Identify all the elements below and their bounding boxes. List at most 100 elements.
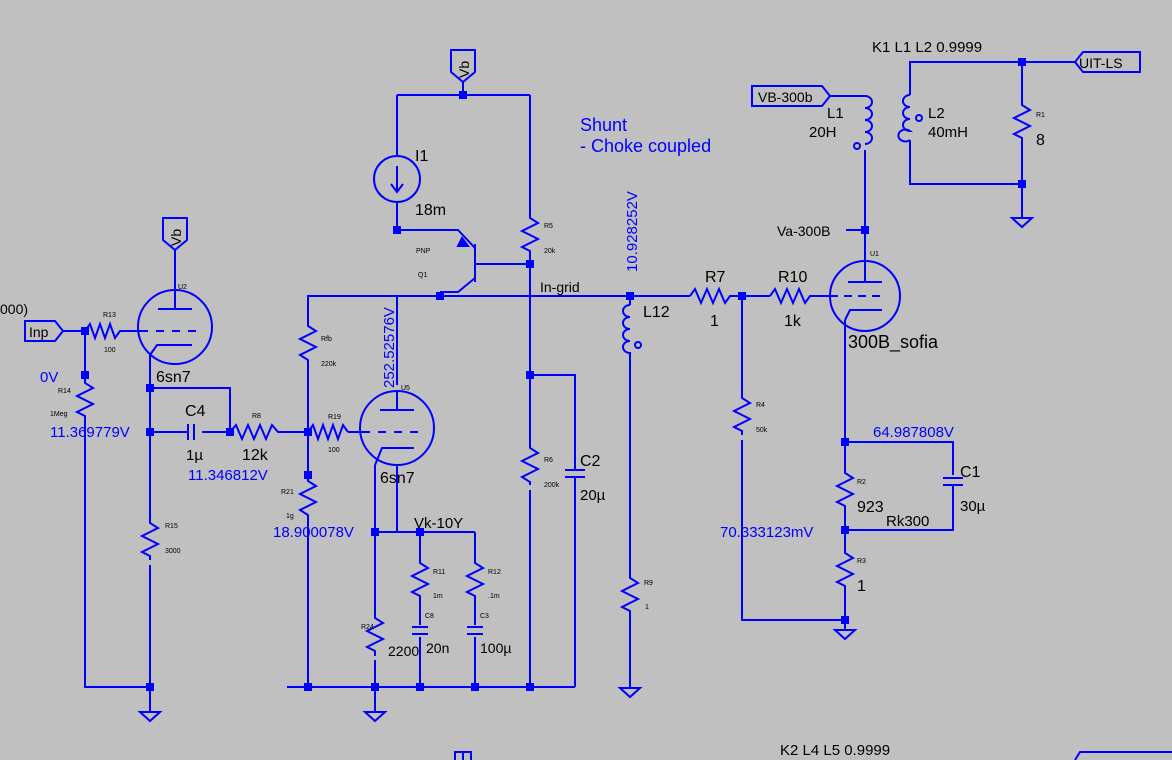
ref-i1: I1 bbox=[415, 148, 428, 165]
ref-r5: R5 bbox=[544, 223, 553, 230]
port-bottom-right-clipped bbox=[1074, 751, 1172, 760]
resistor-r24[interactable] bbox=[364, 610, 386, 656]
directive-k1: K1 L1 L2 0.9999 bbox=[872, 39, 982, 56]
resistor-r7[interactable] bbox=[689, 286, 735, 306]
voltage-v7: 70.333123mV bbox=[720, 524, 813, 541]
val-r19: 100 bbox=[328, 447, 340, 454]
resistor-r1[interactable] bbox=[1011, 95, 1033, 145]
val-c3: 100µ bbox=[480, 640, 511, 656]
val-i1: 18m bbox=[415, 202, 446, 219]
resistor-r15[interactable] bbox=[139, 515, 161, 560]
ref-u5: U5 bbox=[401, 385, 410, 392]
resistor-r9[interactable] bbox=[619, 570, 641, 615]
val-r21: 1g bbox=[286, 513, 294, 520]
val-r4: 50k bbox=[756, 427, 768, 434]
capacitor-c2[interactable] bbox=[565, 455, 585, 485]
port-uitls-label: UIT-LS bbox=[1079, 55, 1123, 71]
wires bbox=[62, 61, 1075, 760]
net-in-grid: In-grid bbox=[540, 279, 580, 295]
val-r2: 923 bbox=[857, 499, 884, 516]
port-vb-1[interactable] bbox=[162, 217, 188, 252]
ref-q1: Q1 bbox=[418, 272, 427, 279]
triode-u5[interactable] bbox=[359, 390, 435, 466]
resistor-r11[interactable] bbox=[409, 555, 431, 605]
val-r10: 1k bbox=[784, 313, 802, 330]
resistor-r21[interactable] bbox=[297, 475, 319, 520]
val-c2: 20µ bbox=[580, 487, 606, 504]
inductor-l12[interactable] bbox=[622, 304, 642, 355]
resistor-r4[interactable] bbox=[731, 390, 753, 435]
ref-c8: C8 bbox=[425, 613, 434, 620]
resistor-r14[interactable] bbox=[74, 375, 96, 420]
val-r14: 1Meg bbox=[50, 411, 68, 418]
ref-r1: R1 bbox=[1036, 112, 1045, 119]
transistor-q1[interactable] bbox=[456, 236, 476, 282]
ref-r10: R10 bbox=[778, 269, 807, 286]
port-vb-2[interactable] bbox=[450, 49, 476, 84]
title-line2: - Choke coupled bbox=[580, 136, 711, 156]
port-uit-ls[interactable] bbox=[1073, 51, 1141, 73]
clipped-text-left: 000) bbox=[0, 301, 28, 317]
model-u1: 300B_sofia bbox=[848, 332, 939, 353]
triode-u2[interactable] bbox=[137, 289, 213, 365]
port-vb-300b[interactable] bbox=[751, 85, 832, 107]
port-inp[interactable] bbox=[24, 320, 65, 342]
inductor-l1[interactable] bbox=[853, 95, 873, 150]
capacitor-c4[interactable] bbox=[187, 424, 195, 440]
net-rk300: Rk300 bbox=[886, 513, 929, 530]
ref-r11: R11 bbox=[433, 569, 445, 576]
val-r7: 1 bbox=[710, 313, 719, 330]
val-r6: 200k bbox=[544, 482, 560, 489]
ref-rfb: Rfb bbox=[321, 336, 332, 343]
resistor-r13[interactable] bbox=[84, 321, 125, 341]
ref-r6: R6 bbox=[544, 457, 553, 464]
ref-l1: L1 bbox=[827, 105, 844, 122]
resistor-r8[interactable] bbox=[229, 422, 280, 442]
resistor-r19[interactable] bbox=[307, 422, 349, 442]
port-vb-1-label: Vb bbox=[168, 229, 184, 246]
val-c4: 1µ bbox=[186, 447, 203, 464]
resistor-r10[interactable] bbox=[769, 286, 815, 306]
ref-r2: R2 bbox=[857, 479, 866, 486]
ref-r13: R13 bbox=[103, 312, 116, 319]
voltage-v0: 0V bbox=[40, 369, 58, 386]
ref-r9: R9 bbox=[644, 580, 653, 587]
ref-r8: R8 bbox=[252, 413, 261, 420]
val-c8: 20n bbox=[426, 640, 449, 656]
val-l2: 40mH bbox=[928, 124, 968, 141]
val-r11: 1m bbox=[433, 593, 443, 600]
resistor-rfb[interactable] bbox=[297, 320, 319, 365]
resistor-r3[interactable] bbox=[834, 545, 856, 595]
ref-r24: R24 bbox=[361, 624, 374, 631]
capacitor-c1[interactable] bbox=[943, 477, 963, 495]
val-r8: 12k bbox=[242, 447, 269, 464]
val-r15: 3000 bbox=[165, 548, 181, 555]
ref-r4: R4 bbox=[756, 402, 765, 409]
ref-l12: L12 bbox=[643, 304, 670, 321]
resistor-r6[interactable] bbox=[519, 440, 541, 485]
current-source-i1[interactable] bbox=[373, 155, 421, 203]
ref-r15: R15 bbox=[165, 523, 178, 530]
type-q1: PNP bbox=[416, 248, 431, 255]
port-inp-label: Inp bbox=[29, 324, 49, 340]
ref-u2: U2 bbox=[178, 284, 187, 291]
voltage-v2: 11.346812V bbox=[188, 467, 268, 484]
capacitor-c3[interactable] bbox=[467, 626, 483, 635]
ref-c1: C1 bbox=[960, 464, 981, 481]
resistor-r5[interactable] bbox=[519, 210, 541, 255]
resistor-r2[interactable] bbox=[834, 465, 856, 515]
val-r3: 1 bbox=[857, 578, 866, 595]
val-l1: 20H bbox=[809, 124, 837, 141]
resistor-r12[interactable] bbox=[464, 555, 486, 605]
ground-symbols bbox=[137, 217, 1035, 723]
triode-u1[interactable] bbox=[829, 260, 901, 332]
val-r5: 20k bbox=[544, 248, 556, 255]
inductor-l2[interactable] bbox=[897, 94, 923, 143]
ref-r3: R3 bbox=[857, 558, 866, 565]
ref-c3: C3 bbox=[480, 613, 489, 620]
capacitor-c8[interactable] bbox=[412, 626, 428, 635]
ref-r19: R19 bbox=[328, 414, 341, 421]
val-r13: 100 bbox=[104, 347, 116, 354]
port-bottom-clipped bbox=[454, 751, 472, 760]
